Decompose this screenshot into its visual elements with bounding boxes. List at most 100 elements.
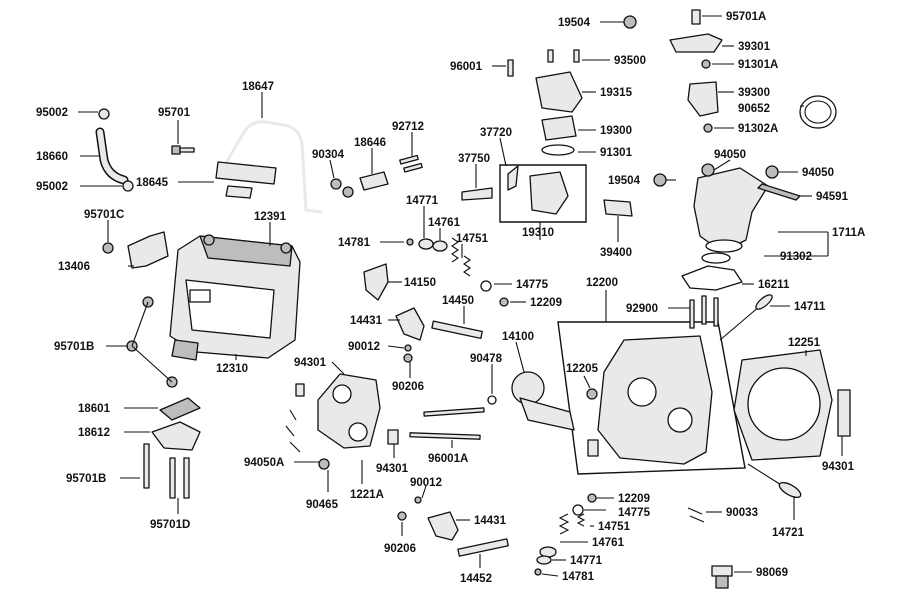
stud-part-92900-c [713, 297, 719, 327]
stud-part-96001a-upper [423, 407, 485, 417]
carb-joint-group-box [499, 164, 587, 223]
fuel-hose-part-39301 [669, 33, 723, 53]
cam-holder-part [317, 373, 381, 449]
label-18660: 18660 [36, 151, 68, 163]
valve-part-14721 [747, 463, 802, 499]
filter-part [159, 397, 201, 421]
rocker-arm-part-14150 [363, 263, 389, 301]
label-98069: 98069 [756, 567, 788, 579]
breather-pipe-part [215, 120, 323, 214]
filter-case-part [151, 421, 201, 451]
label-18612: 18612 [78, 427, 110, 439]
bolt-part-94050a [285, 409, 301, 453]
label-91302a: 91302A [738, 123, 778, 135]
retainer-part-14771b [536, 555, 552, 565]
label-90033: 90033 [726, 507, 758, 519]
seal-part-12209b [587, 493, 597, 503]
dowel-part-94301a [295, 383, 305, 397]
label-94301-right: 94301 [822, 461, 855, 473]
label-13406: 13406 [58, 261, 90, 273]
label-18647: 18647 [242, 81, 274, 93]
label-39301: 39301 [738, 41, 771, 53]
label-37750: 37750 [458, 153, 490, 165]
rocker-arm-part-14431a [395, 307, 425, 341]
nut-part-90304 [342, 186, 354, 198]
bolt-part-93500-b [573, 49, 580, 63]
nut-part-94050b [765, 165, 779, 179]
label-90012-top: 90012 [348, 341, 380, 353]
label-94301-mid: 94301 [376, 463, 409, 475]
label-96001a: 96001A [428, 453, 468, 465]
label-90304: 90304 [312, 149, 345, 161]
washer-part-90304 [330, 178, 342, 190]
hose-clamp-part-90652 [799, 95, 837, 129]
label-90652: 90652 [738, 103, 770, 115]
sensor-part-39400 [603, 199, 633, 217]
intake-manifold-part [693, 167, 769, 253]
spark-plug-part [711, 565, 733, 589]
label-91301a: 91301A [738, 59, 778, 71]
label-14452: 14452 [460, 573, 492, 585]
label-90206-bottom: 90206 [384, 543, 416, 555]
camshaft-part [519, 397, 575, 431]
bracket-part [127, 231, 169, 269]
label-14761-top: 14761 [428, 217, 461, 229]
label-93500: 93500 [614, 55, 646, 67]
cam-sprocket-part [511, 371, 545, 405]
seal-part-12205 [586, 388, 598, 400]
nut-part-90012b [414, 496, 422, 504]
nut-part-90012a [404, 344, 412, 352]
label-94050-right: 94050 [802, 167, 834, 179]
washer-part-90478 [487, 395, 497, 405]
label-94301-left: 94301 [294, 357, 327, 369]
label-14775-bottom: 14775 [618, 507, 651, 519]
label-95701: 95701 [158, 107, 191, 119]
label-19504-top: 19504 [558, 17, 591, 29]
cotter-part-14781b [534, 568, 542, 576]
label-19504-mid: 19504 [608, 175, 641, 187]
label-12205: 12205 [566, 363, 599, 375]
label-92712: 92712 [392, 121, 424, 133]
clip-part-95002b [122, 180, 134, 192]
intake-manifold-port [705, 239, 743, 253]
seal-part-12209a [499, 297, 509, 307]
seal-part-14775b [572, 504, 584, 516]
thermostat-cover-part [535, 71, 583, 113]
label-18646: 18646 [354, 137, 386, 149]
valve-cover-part [169, 234, 301, 361]
spring-part-14751b [558, 513, 586, 535]
cylinder-head-port-b [667, 407, 693, 433]
label-12209-top: 12209 [530, 297, 562, 309]
gasket-part-12251 [733, 349, 833, 461]
guide-part-head [587, 439, 599, 457]
label-90206-top: 90206 [392, 381, 424, 393]
label-14711: 14711 [794, 301, 826, 313]
label-95701b-left: 95701B [54, 341, 94, 353]
label-92900: 92900 [626, 303, 658, 315]
label-96001: 96001 [450, 61, 483, 73]
label-95002-top: 95002 [36, 107, 68, 119]
label-14431-bottom: 14431 [474, 515, 507, 527]
part-number-labels: 19504 95701A 93500 96001 39301 91301A 19… [36, 11, 865, 585]
o-ring-part-91302a [703, 123, 713, 133]
bolt-part-95701b-long [143, 443, 150, 489]
label-37720: 37720 [480, 127, 512, 139]
label-19300: 19300 [600, 125, 632, 137]
bolt-part-95701 [171, 145, 195, 155]
label-19310: 19310 [522, 227, 554, 239]
screw-part-90206a [403, 353, 413, 363]
leader-lines [78, 15, 843, 577]
valve-part-14711 [719, 294, 773, 341]
rocker-shaft-part-14450 [431, 320, 483, 339]
label-14781-top: 14781 [338, 237, 371, 249]
pin-part-90033 [687, 507, 705, 523]
injector-part-39300 [687, 81, 719, 117]
spring-part-14751a [451, 237, 471, 277]
seat-part-14761a [432, 240, 448, 252]
label-14751-bottom: 14751 [598, 521, 631, 533]
stud-part-92900-b [701, 295, 707, 325]
label-18601: 18601 [78, 403, 111, 415]
label-14761-bottom: 14761 [592, 537, 625, 549]
o-ring-part-91301a [701, 59, 711, 69]
